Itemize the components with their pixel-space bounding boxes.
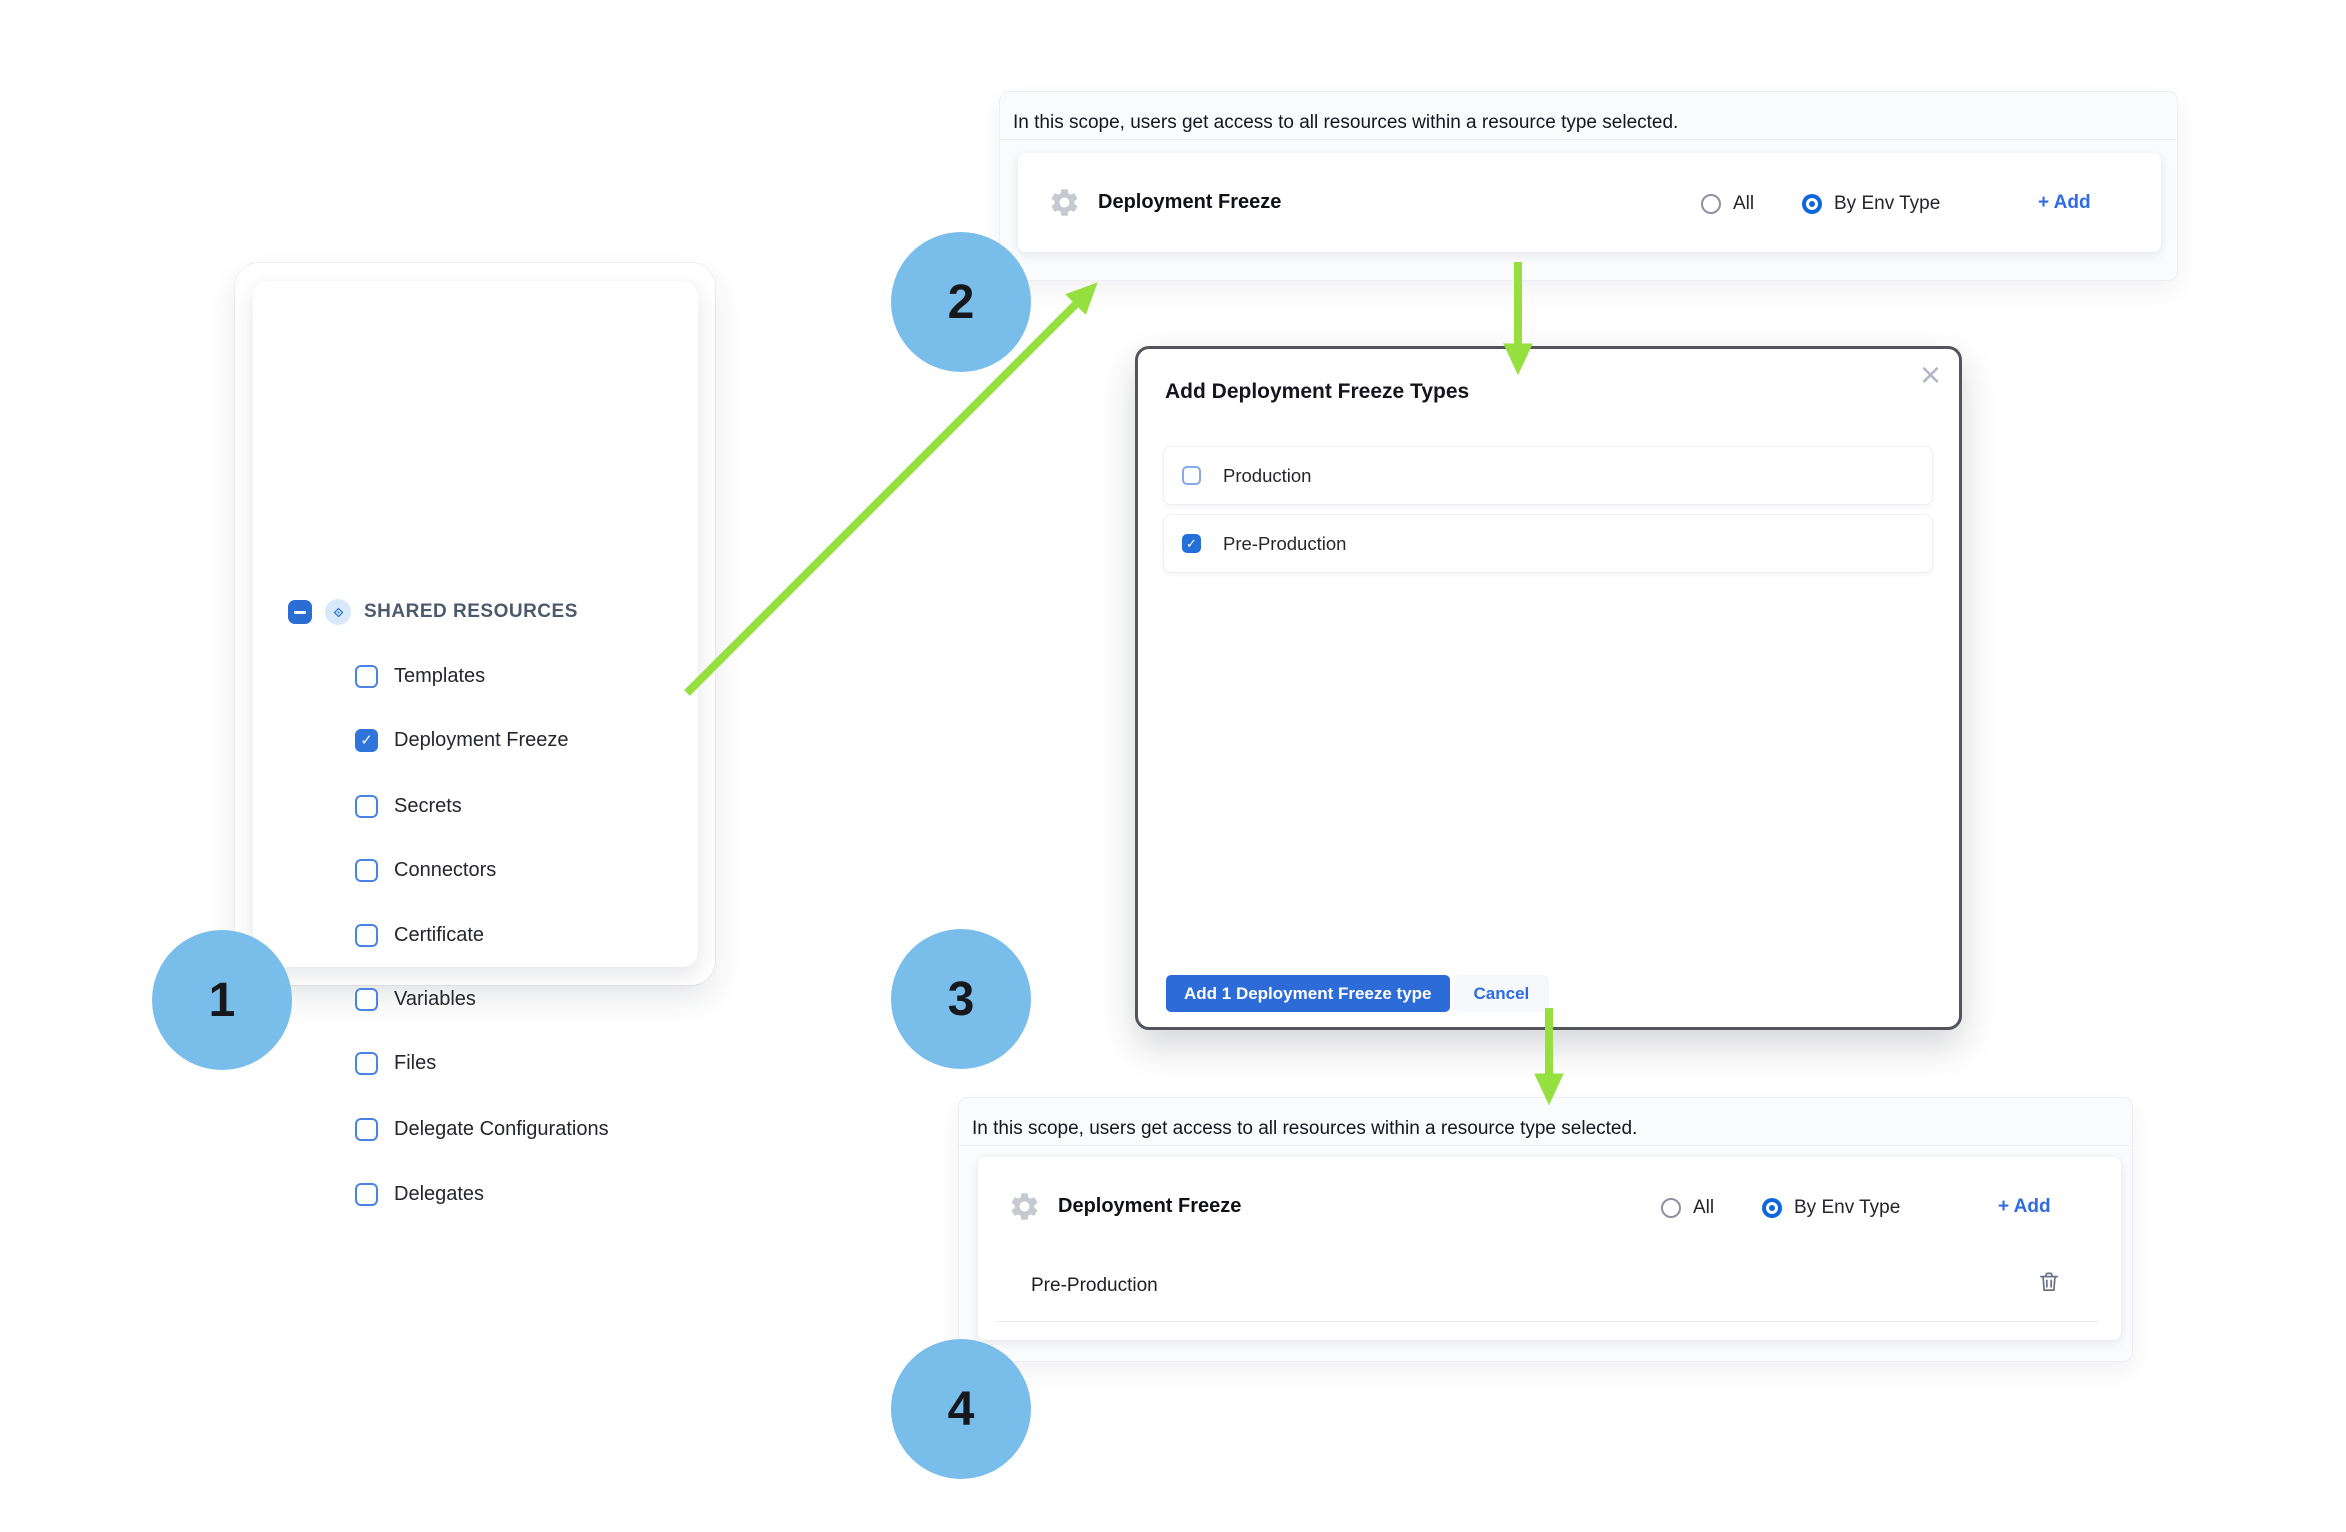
shared-resources-header: SHARED RESOURCES: [288, 598, 578, 626]
radio-all[interactable]: [1661, 1198, 1681, 1218]
add-deployment-freeze-type-button[interactable]: Add 1 Deployment Freeze type: [1166, 975, 1450, 1012]
resource-type-label: Deployment Freeze: [1098, 191, 1282, 213]
resource-type-label: Deployment Freeze: [1058, 1195, 1242, 1217]
close-icon[interactable]: ×: [1919, 354, 1941, 395]
step-badge-3: 3: [891, 929, 1031, 1069]
arrow-step1-to-step2: [684, 301, 1079, 696]
divider: [1000, 139, 2177, 140]
add-deployment-freeze-types-modal: Add Deployment Freeze Types × Production…: [1135, 346, 1962, 1030]
scope-panel-top: In this scope, users get access to all r…: [999, 91, 2178, 281]
deployment-freeze-checkbox[interactable]: [355, 728, 378, 752]
shared-resources-card: SHARED RESOURCES Templates Deployment Fr…: [253, 281, 698, 1206]
collapse-indeterminate-checkbox[interactable]: [288, 600, 312, 624]
pre-production-checkbox[interactable]: [1182, 534, 1201, 553]
radio-option-all[interactable]: All: [1701, 193, 1754, 215]
sidebar-item-delegates[interactable]: Delegates: [355, 1180, 484, 1208]
option-row-production[interactable]: Production: [1163, 446, 1933, 505]
templates-checkbox[interactable]: [355, 664, 378, 688]
sidebar-item-delegate-configurations[interactable]: Delegate Configurations: [355, 1115, 609, 1143]
row-divider: [996, 1321, 2099, 1322]
sidebar-item-variables[interactable]: Variables: [355, 985, 476, 1013]
sidebar-item-files[interactable]: Files: [355, 1049, 436, 1077]
option-row-pre-production[interactable]: Pre-Production: [1163, 514, 1933, 573]
sidebar-item-connectors[interactable]: Connectors: [355, 856, 496, 884]
sidebar-item-certificate[interactable]: Certificate: [355, 921, 484, 949]
radio-by-env-type[interactable]: [1762, 1198, 1782, 1218]
production-checkbox[interactable]: [1182, 466, 1201, 485]
delegates-checkbox[interactable]: [355, 1182, 378, 1206]
step-badge-1: 1: [152, 930, 292, 1070]
delegate-configurations-checkbox[interactable]: [355, 1117, 378, 1141]
shared-resources-title: SHARED RESOURCES: [364, 601, 578, 622]
cancel-button[interactable]: Cancel: [1453, 975, 1550, 1012]
modal-footer: Add 1 Deployment Freeze type Cancel: [1166, 975, 1550, 1012]
resource-type-card: Deployment Freeze All By Env Type + Add: [1018, 153, 2161, 252]
certificate-checkbox[interactable]: [355, 923, 378, 947]
deployment-freeze-row: Deployment Freeze All By Env Type + Add: [978, 1157, 2121, 1256]
gear-icon: [1051, 189, 1078, 216]
variables-checkbox[interactable]: [355, 987, 378, 1011]
divider: [959, 1145, 2132, 1146]
scope-description: In this scope, users get access to all r…: [1013, 112, 1679, 133]
gear-icon: [1011, 1193, 1038, 1220]
sidebar-item-secrets[interactable]: Secrets: [355, 792, 462, 820]
connectors-checkbox[interactable]: [355, 858, 378, 882]
step-badge-2: 2: [891, 232, 1031, 372]
sidebar-item-templates[interactable]: Templates: [355, 662, 485, 690]
radio-option-by-env-type[interactable]: By Env Type: [1802, 193, 1940, 215]
add-link[interactable]: + Add: [2038, 192, 2091, 213]
radio-all[interactable]: [1701, 194, 1721, 214]
minus-icon: [294, 610, 306, 614]
selected-env-type-label: Pre-Production: [1031, 1275, 1158, 1296]
step-badge-4: 4: [891, 1339, 1031, 1479]
trash-icon[interactable]: [2036, 1269, 2066, 1299]
secrets-checkbox[interactable]: [355, 794, 378, 818]
sidebar-item-deployment-freeze[interactable]: Deployment Freeze: [355, 726, 569, 754]
resource-type-card: Deployment Freeze All By Env Type + Add …: [978, 1157, 2121, 1340]
modal-title: Add Deployment Freeze Types: [1165, 380, 1470, 403]
radio-option-all[interactable]: All: [1661, 1197, 1714, 1219]
resource-group-icon: [325, 599, 351, 625]
arrowhead: [1065, 282, 1098, 315]
radio-by-env-type[interactable]: [1802, 194, 1822, 214]
deployment-freeze-row: Deployment Freeze All By Env Type + Add: [1018, 153, 2161, 252]
radio-option-by-env-type[interactable]: By Env Type: [1762, 1197, 1900, 1219]
scope-description: In this scope, users get access to all r…: [972, 1118, 1638, 1139]
files-checkbox[interactable]: [355, 1051, 378, 1075]
add-link[interactable]: + Add: [1998, 1196, 2051, 1217]
scope-panel-bottom: In this scope, users get access to all r…: [958, 1097, 2133, 1362]
